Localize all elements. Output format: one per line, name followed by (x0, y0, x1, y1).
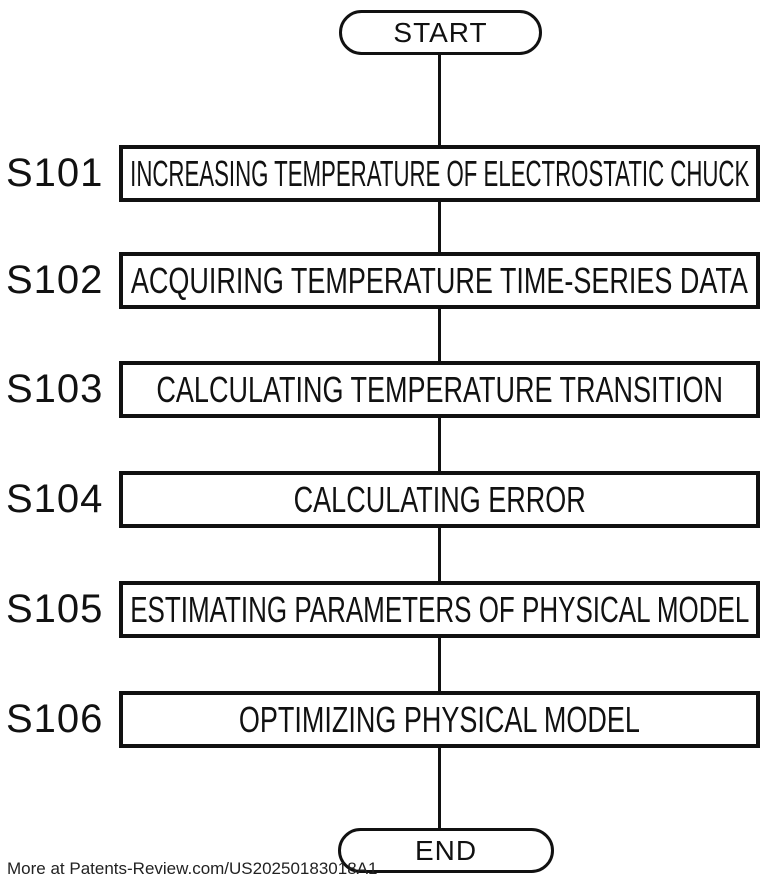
step-row-s102: S102 ACQUIRING TEMPERATURE TIME-SERIES D… (0, 252, 771, 309)
step-label-s101: INCREASING TEMPERATURE OF ELECTROSTATIC … (129, 152, 750, 194)
step-label-s106: OPTIMIZING PHYSICAL MODEL (238, 698, 641, 740)
end-terminal: END (338, 828, 554, 873)
step-id-s103: S103 (6, 367, 104, 411)
step-id-s105: S105 (6, 587, 104, 631)
footer-source-text: More at Patents-Review.com/US20250183018… (7, 859, 378, 878)
step-id-s101: S101 (6, 151, 104, 195)
step-id-s106: S106 (6, 697, 104, 741)
step-box-s102: ACQUIRING TEMPERATURE TIME-SERIES DATA (119, 252, 760, 309)
step-label-s105: ESTIMATING PARAMETERS OF PHYSICAL MODEL (129, 588, 750, 630)
step-box-s106: OPTIMIZING PHYSICAL MODEL (119, 691, 760, 748)
step-id-s102: S102 (6, 258, 104, 302)
step-row-s103: S103 CALCULATING TEMPERATURE TRANSITION (0, 361, 771, 418)
step-label-s102: ACQUIRING TEMPERATURE TIME-SERIES DATA (130, 259, 749, 301)
step-box-s105: ESTIMATING PARAMETERS OF PHYSICAL MODEL (119, 581, 760, 638)
step-label-s104: CALCULATING ERROR (293, 478, 586, 520)
step-row-s106: S106 OPTIMIZING PHYSICAL MODEL (0, 691, 771, 748)
step-label-s103: CALCULATING TEMPERATURE TRANSITION (156, 368, 723, 410)
step-box-s101: INCREASING TEMPERATURE OF ELECTROSTATIC … (119, 145, 760, 202)
step-box-s103: CALCULATING TEMPERATURE TRANSITION (119, 361, 760, 418)
start-terminal: START (339, 10, 542, 55)
step-row-s104: S104 CALCULATING ERROR (0, 471, 771, 528)
step-box-s104: CALCULATING ERROR (119, 471, 760, 528)
flow-connector-line (438, 51, 441, 831)
step-row-s105: S105 ESTIMATING PARAMETERS OF PHYSICAL M… (0, 581, 771, 638)
step-id-s104: S104 (6, 477, 104, 521)
end-terminal-label: END (414, 834, 478, 866)
start-terminal-label: START (393, 16, 488, 48)
step-row-s101: S101 INCREASING TEMPERATURE OF ELECTROST… (0, 145, 771, 202)
